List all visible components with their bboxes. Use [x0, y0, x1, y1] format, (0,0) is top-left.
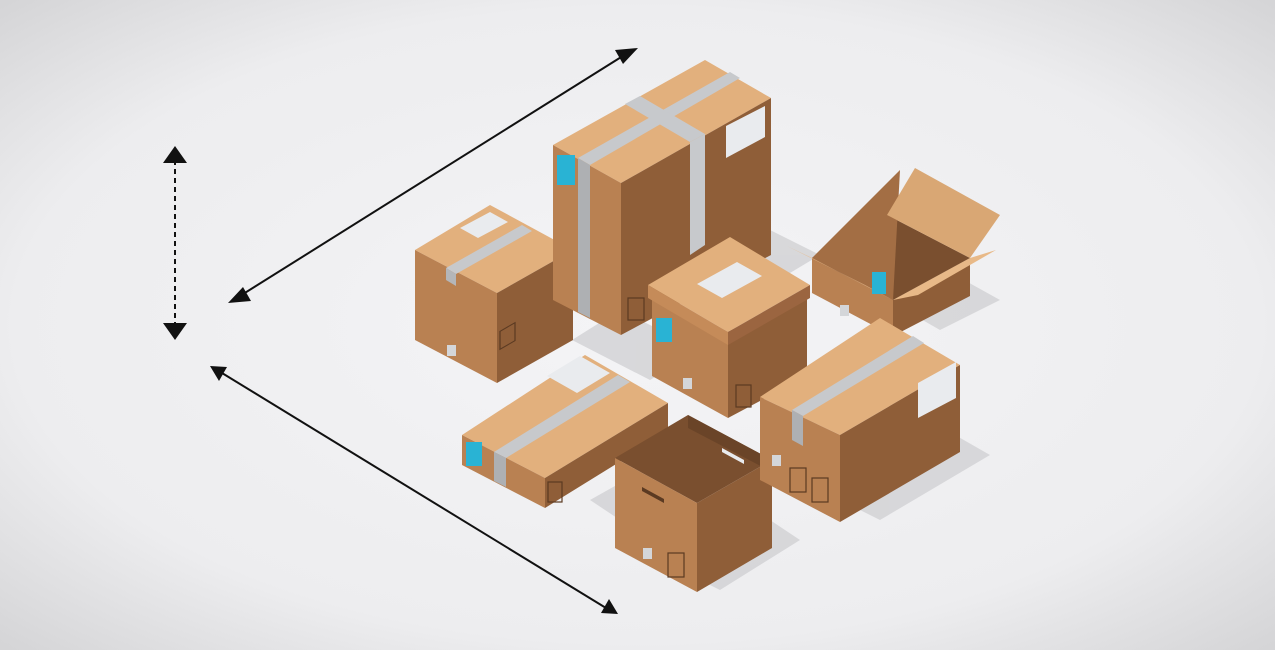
shipping-label: [460, 212, 508, 238]
width-arrow: [228, 48, 638, 303]
height-arrow: [163, 146, 187, 340]
center-box: [648, 237, 810, 418]
sticker: [872, 272, 886, 294]
box-left: [760, 397, 840, 522]
shipping-label: [726, 106, 765, 158]
flat-box: [462, 355, 668, 508]
tape: [446, 225, 532, 274]
right-box: [760, 318, 960, 522]
sticker: [466, 442, 482, 466]
hand-hole: [642, 487, 664, 503]
tape: [578, 158, 590, 318]
box-right: [893, 258, 970, 336]
box-left: [415, 250, 497, 383]
box-right: [697, 460, 772, 592]
tape: [625, 96, 705, 142]
sticker: [656, 318, 672, 342]
tall-box: [553, 60, 771, 335]
tape: [494, 375, 630, 458]
fragile-symbols: [499, 321, 516, 351]
flap: [893, 250, 996, 300]
open-box-front: [615, 415, 772, 592]
lid-rim-left: [648, 285, 728, 345]
box-right: [545, 403, 668, 508]
box-left: [615, 458, 697, 592]
length-arrow: [210, 366, 618, 614]
sticker: [557, 155, 575, 185]
lid-rim-right: [728, 285, 810, 345]
flap: [887, 168, 1000, 258]
tape: [792, 410, 803, 446]
shipping-label: [918, 362, 956, 418]
box-left: [812, 258, 893, 336]
hand-hole: [722, 448, 744, 464]
box-inner-wall: [688, 415, 772, 472]
tape: [792, 336, 924, 416]
shipping-label: [697, 262, 762, 298]
tape: [494, 452, 506, 487]
shipping-label: [547, 356, 610, 393]
tape: [446, 268, 456, 286]
tape: [690, 134, 705, 255]
open-box-back: [787, 168, 1000, 336]
box-inner: [615, 415, 772, 503]
flap: [812, 170, 900, 300]
